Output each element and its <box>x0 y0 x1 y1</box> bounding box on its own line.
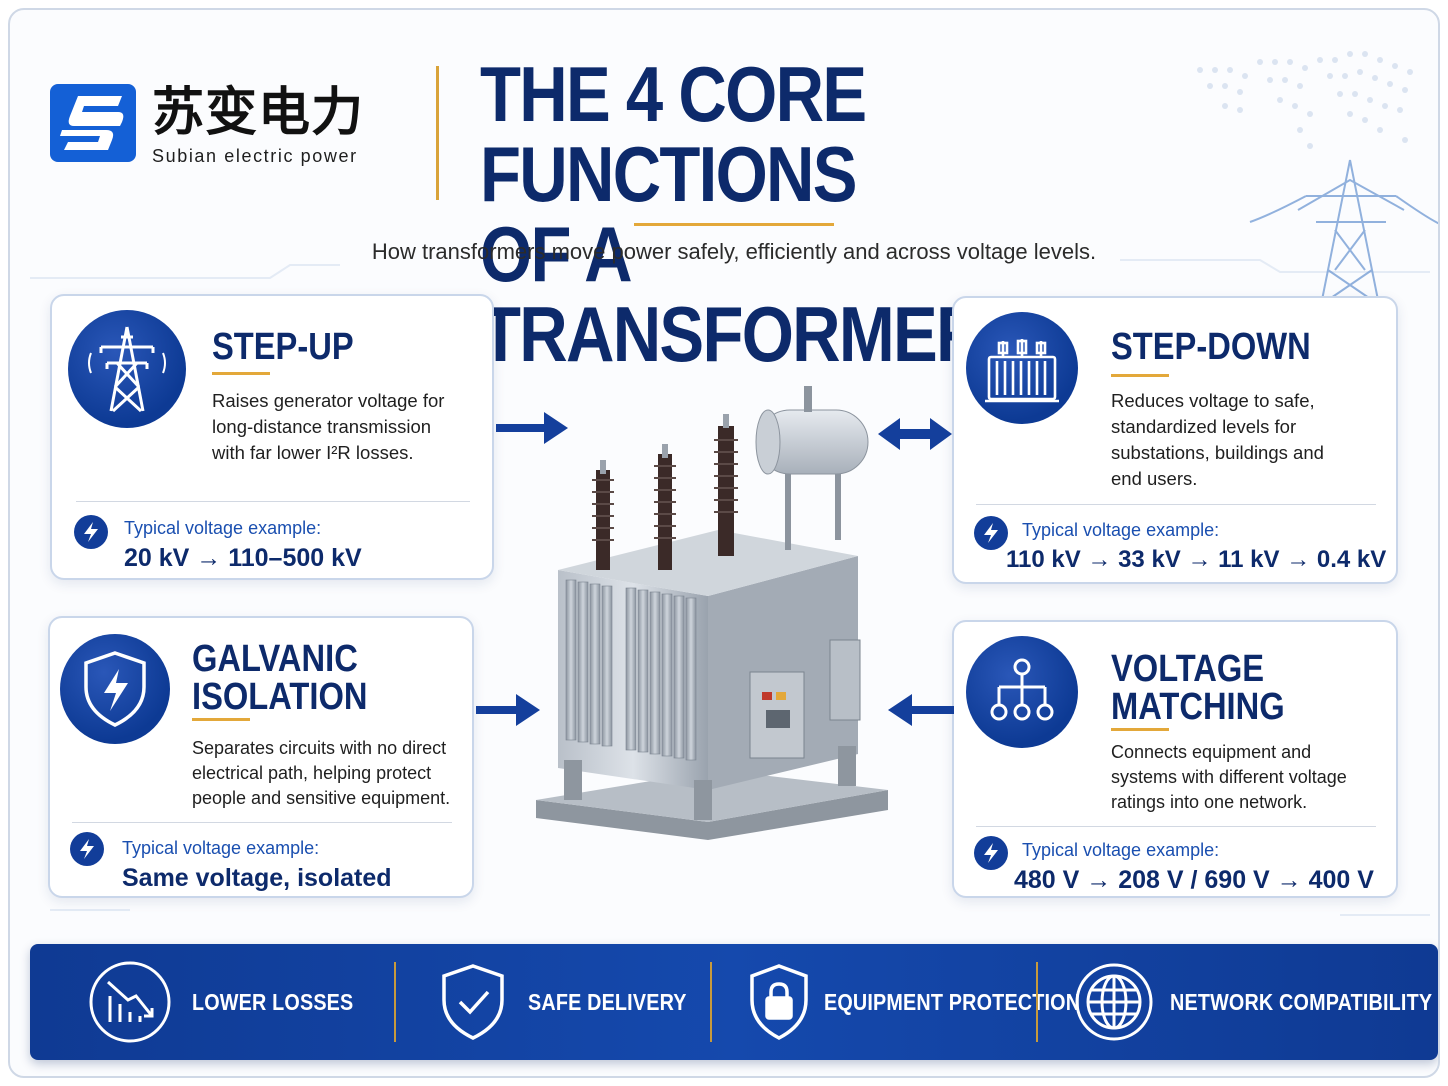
network-hierarchy-icon <box>966 636 1078 748</box>
benefit-lower-losses: LOWER LOSSES <box>88 944 380 1060</box>
brand-name-en: Subian electric power <box>152 146 358 166</box>
infographic-frame: 苏变电力 Subian electric power THE 4 CORE FU… <box>8 8 1440 1078</box>
card-separator <box>72 822 452 823</box>
page-subtitle: How transformers move power safely, effi… <box>371 239 1097 264</box>
card-description: Connects equipment and systems with diff… <box>1111 740 1381 815</box>
card-title-line-1: STEP-DOWN <box>1111 326 1311 368</box>
shield-lock-icon <box>750 964 808 1040</box>
card-separator <box>976 826 1376 827</box>
description-line: standardized levels for <box>1111 416 1297 437</box>
power-transformer-illustration <box>536 386 888 840</box>
brand-logo-icon <box>50 84 136 162</box>
description-line: Connects equipment and <box>1111 742 1312 762</box>
benefit-equipment-protection: EQUIPMENT PROTECTION <box>746 944 1122 1060</box>
shield-bolt-icon <box>60 634 170 744</box>
transmission-tower-icon <box>68 310 186 428</box>
example-value: 110 kV → 33 kV → 11 kV → 0.4 kV <box>1006 546 1387 573</box>
example-label: Typical voltage example: <box>1022 520 1220 540</box>
description-line: Separates circuits with no direct <box>192 738 447 758</box>
bar-divider <box>1036 962 1038 1042</box>
card-description: Separates circuits with no direct electr… <box>192 736 472 811</box>
arrow-right-icon <box>496 412 568 444</box>
card-galvanic-isolation: GALVANIC ISOLATION Separates circuits wi… <box>48 616 474 898</box>
transformer-icon <box>966 312 1078 424</box>
benefit-label: SAFE DELIVERY <box>528 988 687 1015</box>
description-line: Raises generator voltage for <box>212 390 445 411</box>
card-step-down: STEP-DOWN Reduces voltage to safe, stand… <box>952 296 1398 584</box>
card-title: VOLTAGE MATCHING <box>1111 650 1285 726</box>
title-line-2: OF A TRANSFORMER <box>480 210 985 378</box>
arrow-right-icon <box>476 694 540 726</box>
card-title-line-2: MATCHING <box>1111 686 1285 728</box>
page-title: THE 4 CORE FUNCTIONS OF A TRANSFORMER <box>480 54 1134 374</box>
card-step-up: STEP-UP Raises generator voltage for lon… <box>50 294 494 580</box>
card-description: Raises generator voltage for long-distan… <box>212 388 482 466</box>
description-line: long-distance transmission <box>212 416 432 437</box>
description-line: substations, buildings and <box>1111 442 1324 463</box>
description-line: with far lower I²R losses. <box>212 442 414 463</box>
arrow-double-icon <box>878 418 952 450</box>
description-line: electrical path, helping protect <box>192 763 432 783</box>
arrow-left-icon <box>888 694 954 726</box>
example-label: Typical voltage example: <box>1022 840 1220 860</box>
benefit-label: NETWORK COMPATIBILITY <box>1170 988 1433 1015</box>
example-value: Same voltage, isolated <box>122 864 392 892</box>
card-title-line-1: STEP-UP <box>212 326 354 368</box>
card-title: GALVANIC ISOLATION <box>192 640 368 716</box>
benefit-network-compatibility: NETWORK COMPATIBILITY <box>1074 944 1438 1060</box>
card-title: STEP-UP <box>212 328 354 366</box>
card-accent <box>192 718 250 721</box>
card-separator <box>976 504 1376 505</box>
card-title: STEP-DOWN <box>1111 328 1311 366</box>
card-title-line-2: ISOLATION <box>192 676 368 718</box>
lightning-bolt-icon <box>974 516 1008 550</box>
declining-chart-icon <box>89 961 171 1043</box>
description-line: systems with different voltage <box>1111 767 1347 787</box>
card-accent <box>1111 374 1169 377</box>
description-line: Reduces voltage to safe, <box>1111 390 1315 411</box>
brand-name-cn: 苏变电力 <box>152 83 365 143</box>
card-description: Reduces voltage to safe, standardized le… <box>1111 388 1381 492</box>
example-value: 20 kV → 110–500 kV <box>124 544 362 572</box>
card-title-line-1: GALVANIC <box>192 638 358 680</box>
globe-icon <box>1075 963 1153 1041</box>
example-label: Typical voltage example: <box>122 838 320 858</box>
title-line-1: THE 4 CORE FUNCTIONS <box>480 50 867 218</box>
bar-divider <box>394 962 396 1042</box>
card-accent <box>212 372 270 375</box>
lightning-bolt-icon <box>74 515 108 549</box>
benefits-bar: LOWER LOSSES SAFE DELIVERY EQUIPMENT PRO… <box>30 944 1438 1060</box>
lightning-bolt-icon <box>70 832 104 866</box>
bar-divider <box>710 962 712 1042</box>
background-decoration <box>30 51 1438 916</box>
card-separator <box>76 501 470 502</box>
description-line: people and sensitive equipment. <box>192 788 451 808</box>
lightning-bolt-icon <box>974 836 1008 870</box>
card-accent <box>1111 728 1169 731</box>
card-voltage-matching: VOLTAGE MATCHING Connects equipment and … <box>952 620 1398 898</box>
benefit-safe-delivery: SAFE DELIVERY <box>438 944 713 1060</box>
card-title-line-1: VOLTAGE <box>1111 648 1265 690</box>
shield-check-icon <box>442 964 504 1040</box>
example-value: 480 V → 208 V / 690 V → 400 V <box>1014 866 1374 894</box>
benefit-label: LOWER LOSSES <box>192 988 354 1015</box>
title-underline <box>634 223 834 226</box>
benefit-label: EQUIPMENT PROTECTION <box>824 988 1081 1015</box>
description-line: ratings into one network. <box>1111 792 1308 812</box>
header-divider <box>436 66 439 200</box>
description-line: end users. <box>1111 468 1198 489</box>
example-label: Typical voltage example: <box>124 518 322 538</box>
